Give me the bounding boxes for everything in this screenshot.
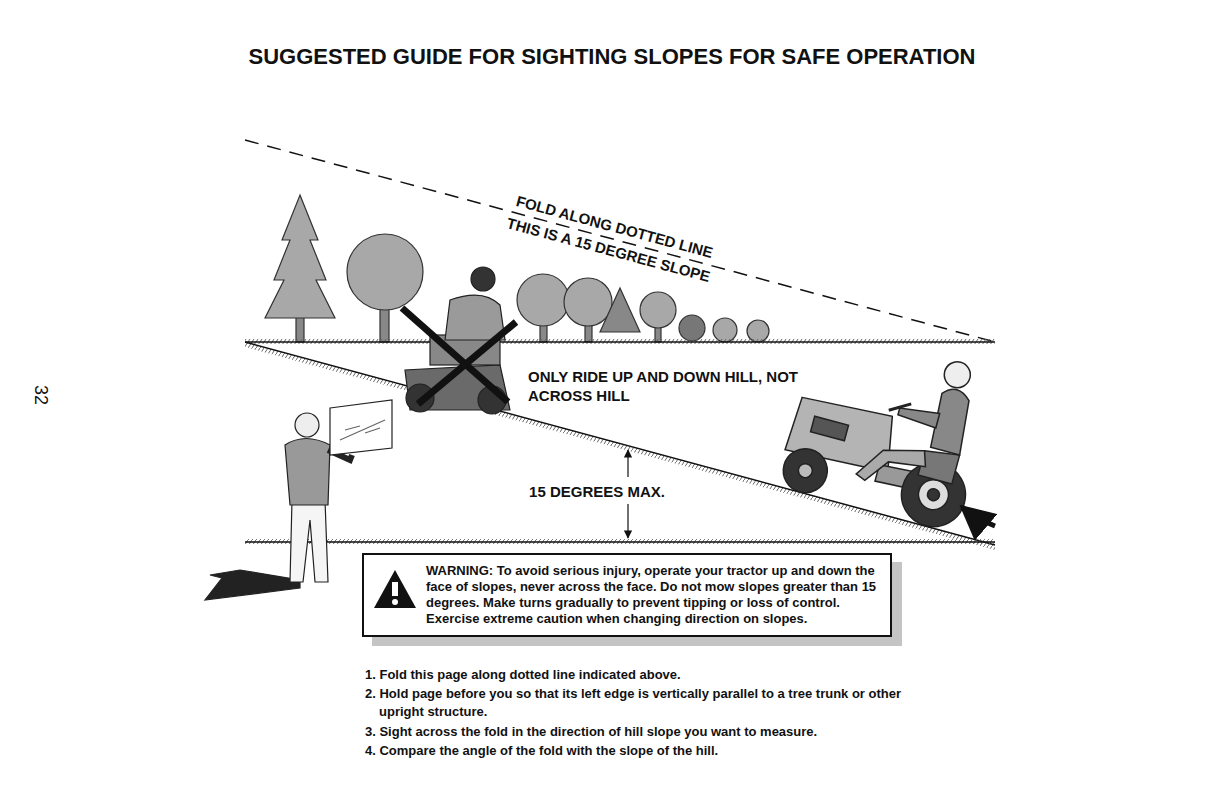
fold-line bbox=[245, 140, 995, 342]
page-number: 32 bbox=[31, 385, 50, 405]
ride-note: ONLY RIDE UP AND DOWN HILL, NOT ACROSS H… bbox=[528, 367, 818, 405]
tractor bbox=[775, 324, 999, 534]
page-title: SUGGESTED GUIDE FOR SIGHTING SLOPES FOR … bbox=[0, 44, 1224, 70]
instruction-step: 4. Compare the angle of the fold with th… bbox=[365, 742, 905, 760]
slope-line bbox=[245, 342, 995, 545]
instruction-step: 3. Sight across the fold in the directio… bbox=[365, 723, 905, 741]
trees bbox=[265, 195, 769, 342]
wrong-rider bbox=[402, 267, 516, 414]
angle-label: 15 DEGREES MAX. bbox=[529, 482, 665, 501]
warning-icon bbox=[372, 568, 418, 610]
warning-text: WARNING: To avoid serious injury, operat… bbox=[426, 563, 880, 627]
ground-line bbox=[245, 541, 995, 543]
instruction-step: 2. Hold page before you so that its left… bbox=[365, 685, 919, 721]
warning-box: WARNING: To avoid serious injury, operat… bbox=[362, 553, 892, 637]
instruction-step: 1. Fold this page along dotted line indi… bbox=[365, 666, 905, 684]
